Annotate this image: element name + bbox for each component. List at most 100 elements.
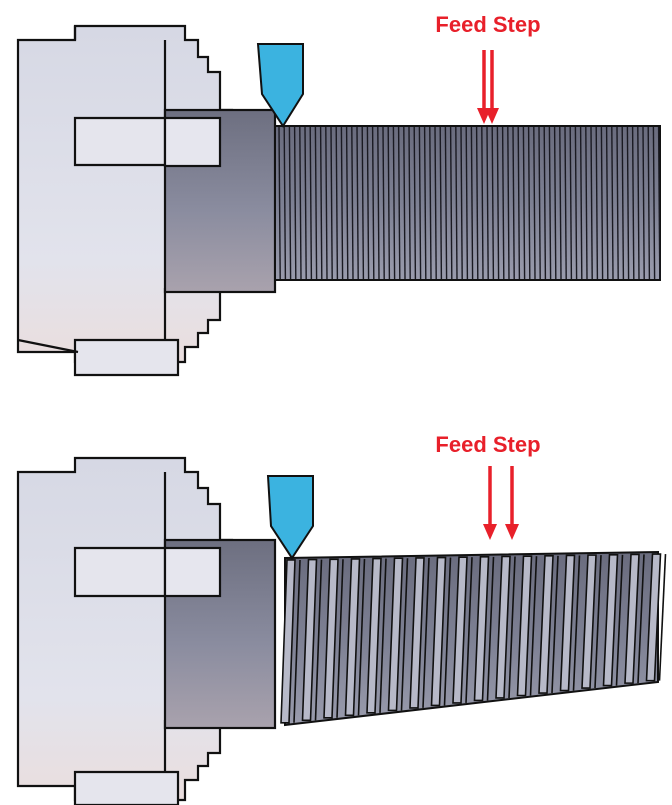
thread-groove [304, 126, 307, 280]
chuck-jaw-top [73, 116, 180, 167]
thread-groove [336, 559, 344, 718]
thread-groove [400, 558, 409, 711]
thread-flank [624, 553, 640, 684]
feed-step-arrows [477, 50, 499, 124]
thread-flank [452, 556, 468, 704]
thread-groove [408, 126, 411, 280]
fine-thread-diagram: Feed Step [16, 12, 661, 377]
thread-groove [559, 126, 562, 280]
thread-groove [288, 126, 292, 280]
thread-groove [387, 126, 391, 280]
thread-groove [434, 126, 437, 280]
thread-groove [600, 126, 604, 280]
thread-flank [602, 553, 619, 687]
chuck-jaw-bottom [73, 770, 180, 805]
coarse-thread-panel: Feed Step [0, 420, 672, 805]
thread-groove [512, 126, 515, 280]
thread-groove [508, 556, 516, 699]
thread-groove [403, 126, 406, 280]
thread-flank [581, 554, 597, 689]
down-arrow-icon [483, 466, 497, 540]
thread-groove [637, 554, 645, 684]
thread-flank [516, 555, 533, 697]
thread-groove [449, 126, 453, 280]
thread-groove [470, 126, 474, 280]
coarse-thread-diagram: Feed Step [16, 432, 667, 805]
thread-groove [444, 126, 448, 280]
thread-flank [301, 558, 318, 722]
thread-groove [548, 126, 552, 280]
thread-groove [538, 126, 541, 280]
thread-groove [553, 126, 557, 280]
thread-groove [579, 126, 583, 280]
thread-groove [658, 554, 667, 681]
thread-groove [507, 126, 510, 280]
thread-groove [366, 126, 370, 280]
cutting-tool-icon [266, 475, 314, 560]
thread-groove [605, 126, 609, 280]
thread-groove [299, 126, 302, 280]
thread-groove [371, 126, 375, 280]
thread-groove [382, 126, 385, 280]
thread-groove [642, 126, 645, 280]
thread-groove [278, 126, 281, 280]
thread-groove [361, 126, 365, 280]
feed-step-label: Feed Step [435, 12, 540, 37]
thread-groove [637, 126, 640, 280]
thread-groove [657, 126, 661, 280]
thread-flank [559, 554, 576, 692]
thread-groove [330, 126, 333, 280]
thread-groove [652, 126, 656, 280]
thread-groove [422, 557, 430, 708]
thread-flank [473, 556, 490, 702]
thread-groove [486, 126, 489, 280]
thread-groove [496, 126, 500, 280]
thread-groove [594, 555, 602, 689]
thread-groove [572, 555, 581, 691]
fine-thread-panel: Feed Step [0, 0, 672, 395]
thread-groove [429, 126, 432, 280]
thread-groove [356, 126, 359, 280]
thread-groove [377, 126, 380, 280]
thread-flank [280, 559, 296, 724]
thread-groove [481, 126, 484, 280]
thread-groove [413, 126, 417, 280]
thread-groove [486, 556, 495, 701]
thread-groove [293, 559, 301, 723]
thread-groove [283, 126, 287, 280]
thread-groove [465, 557, 473, 703]
thread-groove [626, 126, 630, 280]
thread-groove [574, 126, 578, 280]
threaded-rod-coarse [280, 550, 667, 727]
thread-groove [569, 126, 573, 280]
thread-groove [309, 126, 313, 280]
thread-groove [293, 126, 297, 280]
thread-flank [430, 556, 447, 707]
threaded-rod-fine [274, 125, 661, 281]
thread-groove [522, 126, 526, 280]
thread-groove [611, 126, 614, 280]
thread-groove [616, 126, 619, 280]
thread-groove [564, 126, 567, 280]
thread-groove [647, 126, 651, 280]
thread-groove [529, 556, 538, 696]
thread-flank [645, 553, 662, 682]
chuck-jaw-bottom [73, 338, 180, 377]
thread-flank [323, 558, 339, 719]
thread-groove [314, 559, 323, 721]
thread-flank [538, 555, 554, 694]
workpiece-hub [163, 108, 277, 294]
thread-groove [319, 126, 323, 280]
thread-groove [533, 126, 536, 280]
feed-step-label: Feed Step [435, 432, 540, 457]
thread-flank [344, 558, 361, 717]
thread-groove [423, 126, 427, 280]
thread-groove [595, 126, 599, 280]
thread-groove [527, 126, 531, 280]
thread-groove [491, 126, 495, 280]
thread-groove [340, 126, 344, 280]
thread-groove [397, 126, 401, 280]
thread-flank [495, 555, 511, 699]
chuck-edge-line [17, 338, 79, 354]
thread-groove [590, 126, 593, 280]
